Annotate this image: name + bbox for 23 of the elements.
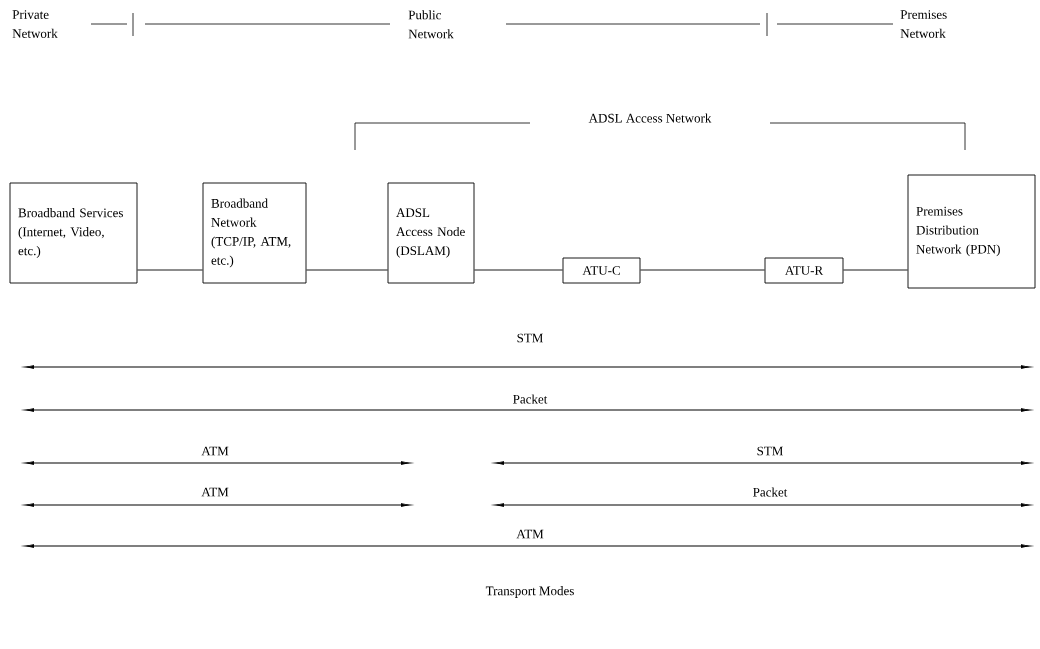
mode-label: ATM — [201, 487, 229, 497]
region-label: Private Network — [12, 10, 58, 38]
network-box: ATU-C — [562, 257, 641, 284]
mode-label: Packet — [513, 394, 548, 404]
mode-label: STM — [517, 333, 543, 343]
network-box: Premises Distribution Network (PDN) — [907, 174, 1036, 289]
region-label: Public Network — [408, 10, 454, 39]
connector-line — [474, 269, 563, 271]
network-box: Broadband Network (TCP/IP, ATM, etc.) — [202, 182, 307, 284]
network-box: Broadband Services (Internet, Video, etc.) — [9, 182, 138, 284]
connector-line — [843, 269, 908, 271]
network-box: ADSL Access Node (DSLAM) — [387, 182, 475, 284]
region-label: ADSL Access Network — [588, 113, 712, 123]
mode-label: ATM — [516, 529, 544, 539]
region-label: Premises Network — [900, 10, 947, 38]
caption-label: Transport Modes — [485, 586, 574, 598]
network-box: ATU-R — [764, 257, 844, 284]
mode-label: ATM — [201, 446, 229, 456]
connector-line — [306, 269, 388, 271]
connector-line — [640, 269, 765, 271]
connector-line — [137, 269, 203, 271]
mode-label: STM — [757, 446, 783, 456]
mode-label: Packet — [753, 487, 788, 497]
